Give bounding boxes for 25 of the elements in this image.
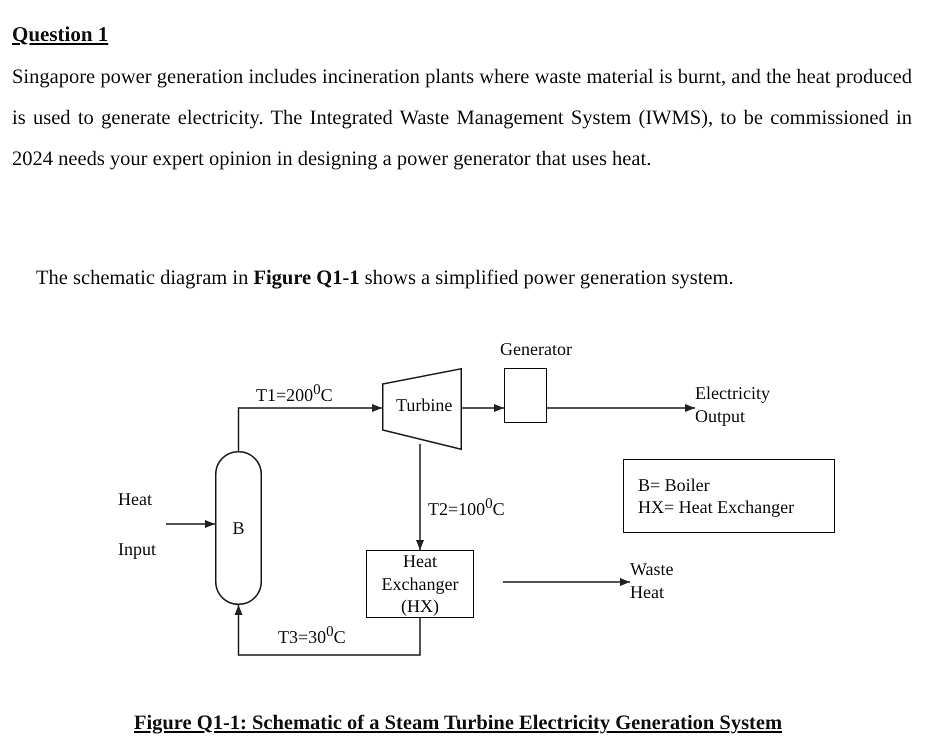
key-box <box>623 459 835 533</box>
node-label: Waste Heat <box>630 558 675 603</box>
node-label: Heat <box>118 488 153 510</box>
node-label: Electricity Output <box>695 382 771 427</box>
boiler-vessel <box>215 451 262 605</box>
intro-sentence: The schematic diagram in Figure Q1-1 shows a simplified power generation system. <box>36 267 734 290</box>
flow-arrow <box>462 404 504 412</box>
node-label: B <box>232 516 244 540</box>
figure-caption: Figure Q1-1: Schematic of a Steam Turbine Electricity Generation System <box>134 712 782 734</box>
turbine-trapezoid <box>382 368 462 450</box>
process-box <box>366 550 474 618</box>
legend-text: B= Boiler <box>638 474 710 496</box>
flow-arrow <box>416 444 424 550</box>
question-paragraph: Singapore power generation includes incineration plants where waste material is burnt, and the heat produced is used to generate electricity. The Integrated Waste Management System (IWMS), to be commissioned in 2024 needs your expert opinion in designing a power generator that uses heat. <box>12 65 912 172</box>
node-label: Input <box>118 538 157 560</box>
flow-arrow <box>234 605 421 656</box>
node-label: Heat Exchanger (HX) <box>380 550 460 618</box>
legend-text: HX= Heat Exchanger <box>638 496 794 518</box>
flow-arrow <box>238 404 382 451</box>
node-label: Generator <box>500 338 573 360</box>
question-heading: Question 1 <box>12 22 108 47</box>
flow-arrow <box>166 520 215 528</box>
flow-arrow <box>503 578 630 586</box>
node-label: Turbine <box>396 394 452 416</box>
flow-arrow <box>547 404 695 412</box>
